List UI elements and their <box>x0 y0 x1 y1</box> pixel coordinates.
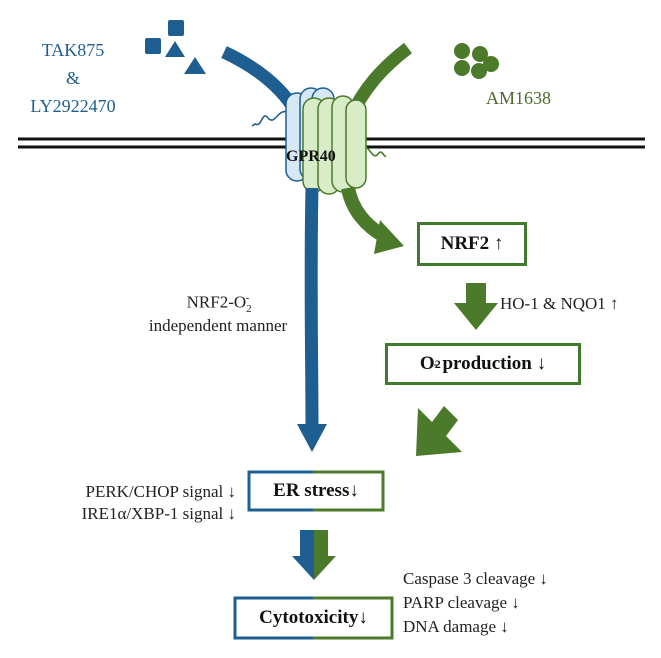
o2-rest: production ↓ <box>437 353 547 374</box>
ligand-square-1 <box>168 20 184 36</box>
independent-label: NRF2-O2- independent manner <box>128 292 308 337</box>
blue-tail <box>251 110 289 127</box>
green-ligand-circles <box>454 43 499 79</box>
green-tail <box>361 146 387 158</box>
cytotoxicity-label: Cytotoxicity↓ <box>259 607 368 628</box>
cyto-side-labels: Caspase 3 cleavage ↓ PARP cleavage ↓ DNA… <box>403 567 548 639</box>
blue-ligand-curve <box>221 46 302 116</box>
green-arrow-o2-to-er <box>416 406 462 456</box>
o2-prefix: O <box>419 353 435 374</box>
nrf2-up-arrow: ↑ <box>493 233 504 254</box>
o2-subscript: 2 <box>434 356 441 371</box>
o2-superscript: - <box>433 356 438 371</box>
independent-line-2: independent manner <box>148 316 288 336</box>
ho1-nqo1-label: HO-1 & NQO1 ↑ <box>500 294 619 313</box>
green-arrow-nrf2-to-o2 <box>454 283 498 330</box>
perk-chop-label: PERK/CHOP signal ↓ <box>85 482 236 501</box>
blue-ligand-name-2: LY2922470 <box>30 96 116 116</box>
independent-line-1: NRF2-O2- <box>128 292 308 316</box>
blue-ligand-shapes <box>145 20 206 74</box>
ligand-triangle-2 <box>184 57 206 74</box>
split-arrow-er-to-cyto <box>292 530 336 580</box>
ligand-triangle-1 <box>165 41 185 57</box>
caspase3-label: Caspase 3 cleavage ↓ <box>403 569 548 588</box>
er-stress-label: ER stress↓ <box>273 480 359 501</box>
blue-ligand-name-1: TAK875 <box>41 40 105 60</box>
parp-label: PARP cleavage ↓ <box>403 593 520 612</box>
independent-prefix: NRF2-O <box>186 292 247 312</box>
cytotoxicity-box-border <box>233 596 394 640</box>
blue-arrow-to-er <box>297 187 327 452</box>
ligand-square-2 <box>145 38 161 54</box>
green-arrow-to-nrf2 <box>341 186 404 254</box>
independent-sup: - <box>245 292 250 304</box>
er-stress-box-border <box>247 470 385 512</box>
nrf2-box: NRF2 ↑ <box>417 222 527 266</box>
ire1a-xbp1-label: IRE1α/XBP-1 signal ↓ <box>81 504 236 523</box>
dna-damage-label: DNA damage ↓ <box>403 617 509 636</box>
green-ligand-label: AM1638 <box>486 88 552 108</box>
blue-ligand-ampersand: & <box>65 68 80 88</box>
independent-sub: 2 <box>246 303 252 316</box>
nrf2-label: NRF2 <box>440 233 490 254</box>
gpr40-label: GPR40 <box>286 148 336 165</box>
blue-ligand-label: TAK875 & LY2922470 <box>18 36 128 120</box>
er-side-labels: PERK/CHOP signal ↓ IRE1α/XBP-1 signal ↓ <box>20 481 236 525</box>
gpr40-receptor <box>285 87 367 195</box>
